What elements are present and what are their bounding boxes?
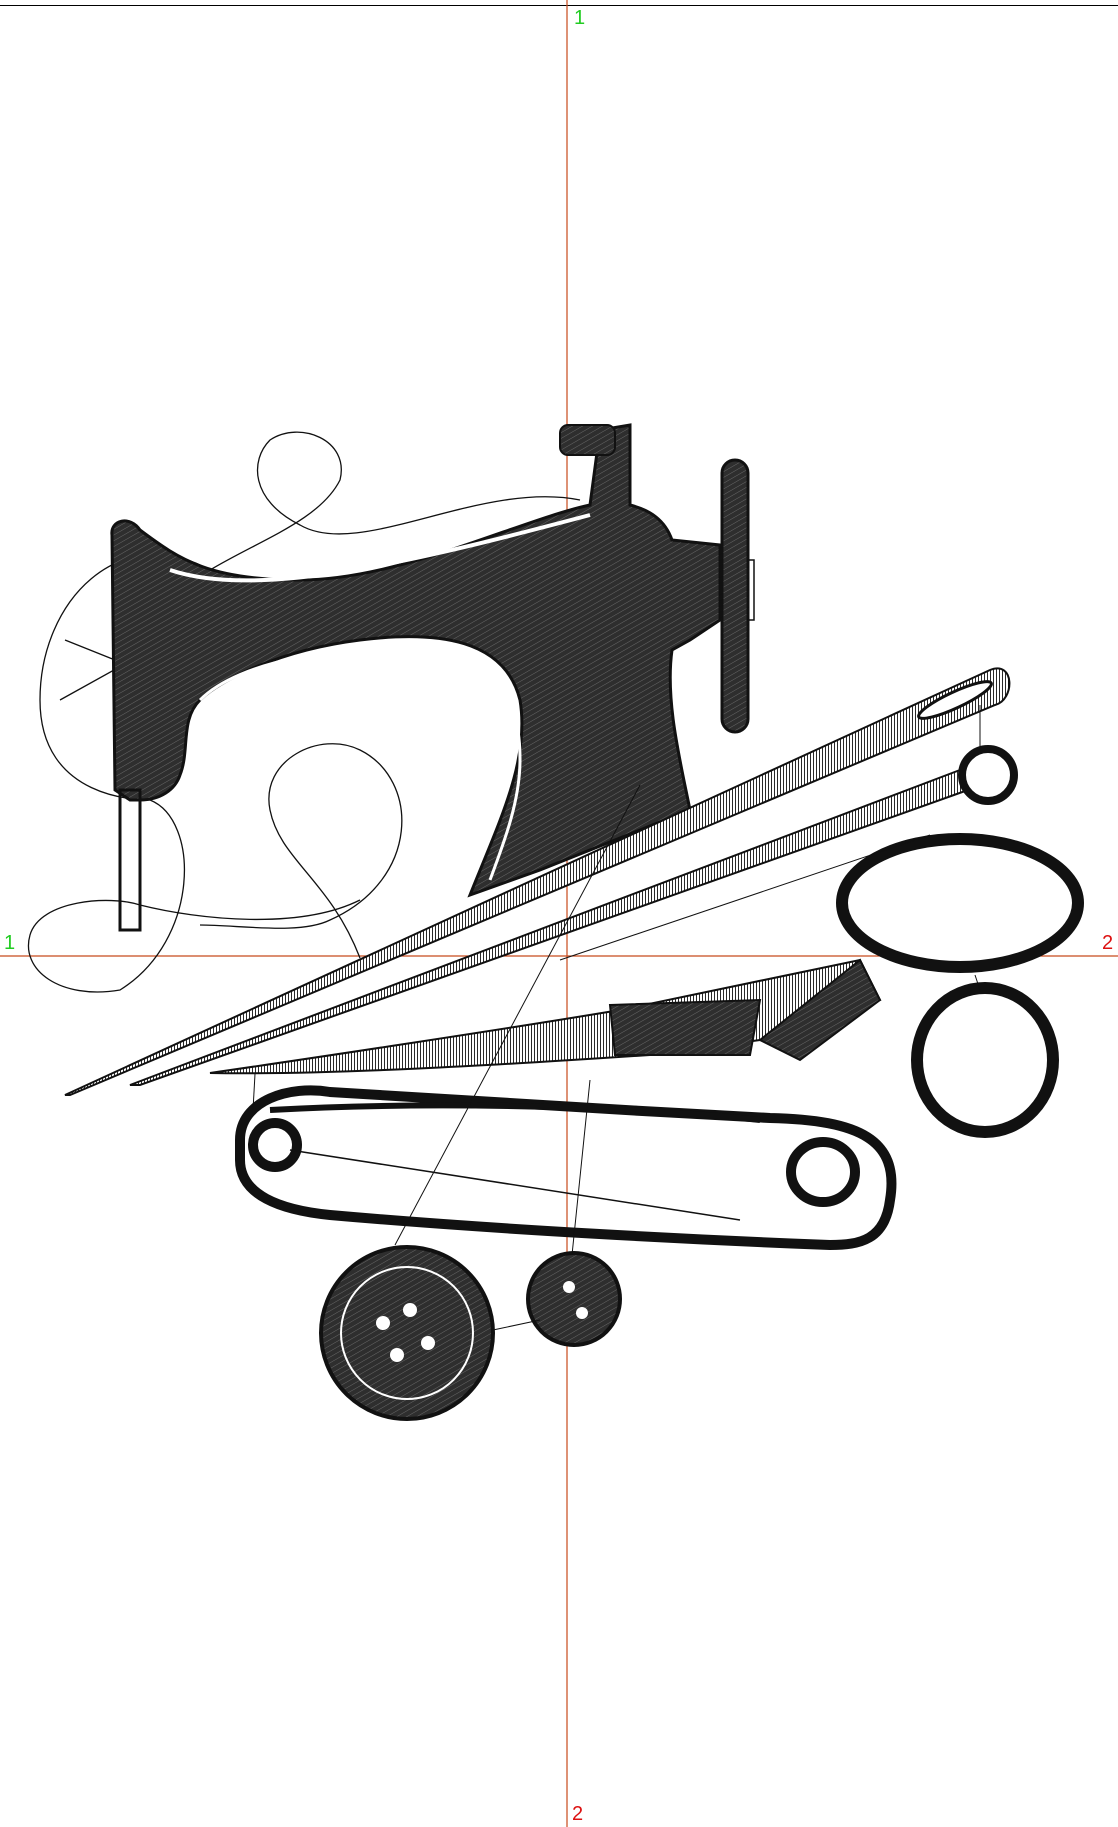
needle-icon[interactable] [64, 667, 1011, 1096]
canvas-top-border [0, 5, 1118, 6]
guide-label-vertical-top: 1 [574, 7, 586, 29]
button-icon[interactable] [319, 1245, 495, 1421]
safety-pin-icon[interactable] [235, 1085, 897, 1251]
jump-stitches [252, 705, 981, 1331]
button-icon[interactable] [526, 1251, 622, 1347]
sewing-machine-icon[interactable] [110, 423, 755, 932]
guide-label-horizontal-right: 2 [1102, 932, 1114, 954]
guide-label-horizontal-left: 1 [4, 932, 16, 954]
guide-label-vertical-bottom: 2 [572, 1803, 584, 1825]
scissors-icon[interactable] [209, 833, 1084, 1138]
needle-icon[interactable] [129, 745, 1018, 1086]
